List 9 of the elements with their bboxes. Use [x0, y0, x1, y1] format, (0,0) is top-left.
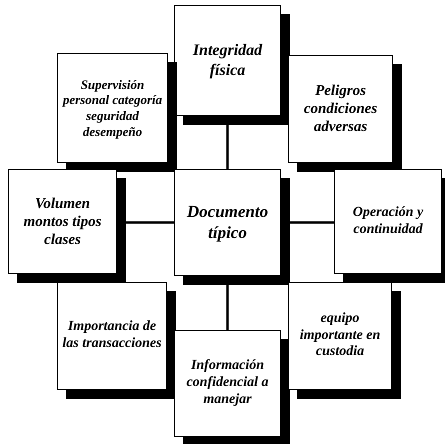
box-label: Volumen montos tipos clases: [22, 194, 102, 248]
box-label: Importancia de las transacciones: [61, 319, 163, 353]
box-label: equipo importante en custodia: [298, 310, 382, 362]
box-label: Peligros condiciones adversas: [302, 82, 378, 136]
box-label: Operación y continuidad: [352, 204, 424, 238]
box-label: Integridad física: [192, 41, 264, 80]
box-label: Documento típico: [186, 202, 270, 243]
box-label: Supervisión personal categoría seguridad desempeño: [61, 76, 164, 140]
box-label: Información confidencial a manejar: [185, 358, 270, 409]
